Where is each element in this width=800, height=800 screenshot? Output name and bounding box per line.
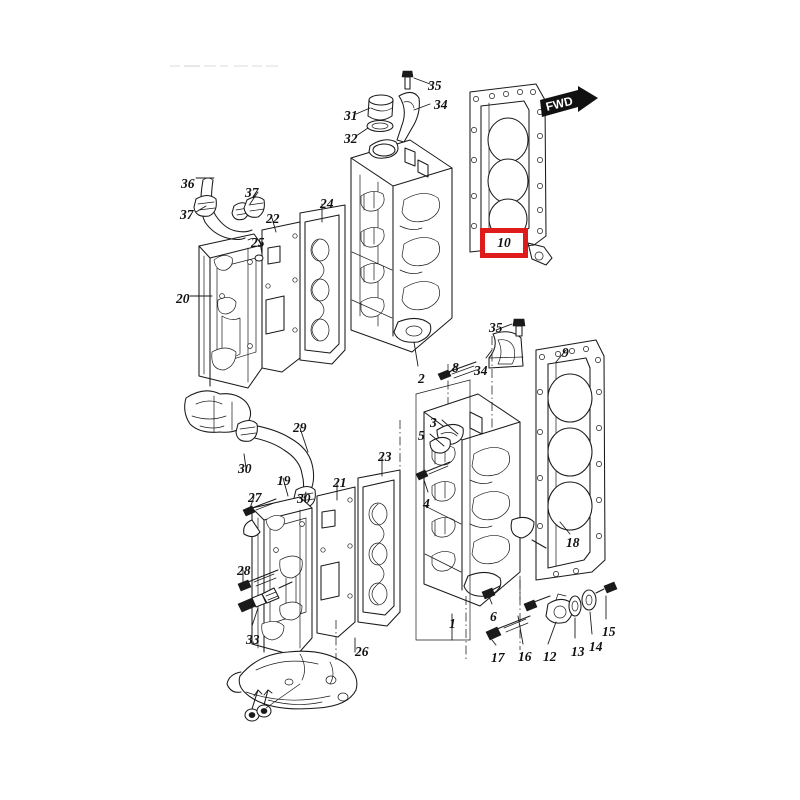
callout-23[interactable]: 23 [378, 449, 392, 464]
callout-17[interactable]: 17 [491, 650, 505, 665]
part-bolt-17 [485, 615, 531, 641]
callout-20[interactable]: 20 [176, 291, 190, 306]
callout-1[interactable]: 1 [449, 616, 456, 631]
callout-19[interactable]: 19 [277, 473, 291, 488]
part-lifting-hook-upper [396, 91, 420, 143]
callout-6[interactable]: 6 [490, 609, 497, 624]
part-bolt-28 [237, 569, 279, 592]
callout-4[interactable]: 4 [423, 496, 430, 511]
callout-2[interactable]: 2 [418, 371, 425, 386]
callout-31[interactable]: 31 [344, 108, 358, 123]
fwd-label: FWD [544, 94, 574, 114]
callout-10: 10 [497, 235, 511, 251]
part-oil-filler-cap [367, 94, 394, 121]
part-upper-cover-plate [261, 221, 301, 373]
callout-28[interactable]: 28 [237, 563, 251, 578]
part-bolt-27 [242, 498, 277, 517]
part-upper-cylinder-head [350, 139, 453, 353]
callout-35b[interactable]: 35 [489, 320, 503, 335]
part-hose-clamp-upper-c [193, 194, 217, 217]
part-lower-head-gasket [535, 339, 606, 581]
watermark [170, 60, 280, 72]
part-spark-plug [237, 581, 293, 613]
part-bolt-6 [481, 585, 501, 600]
callout-14[interactable]: 14 [589, 639, 603, 654]
part-lifting-hook-lower [488, 331, 524, 369]
callout-35[interactable]: 35 [428, 78, 442, 93]
callout-25[interactable]: 25 [251, 235, 265, 250]
callout-24[interactable]: 24 [320, 196, 334, 211]
part-lower-cover-plate [316, 486, 356, 638]
callout-33[interactable]: 33 [246, 632, 260, 647]
callout-18[interactable]: 18 [566, 535, 580, 550]
callout-26[interactable]: 26 [355, 644, 369, 659]
part-filler-seal-oring [366, 119, 394, 133]
callout-9[interactable]: 9 [562, 345, 569, 360]
assembly-axis-lines [335, 336, 521, 660]
callout-32[interactable]: 32 [344, 131, 358, 146]
part-lower-cover-gasket [357, 469, 401, 627]
callout-16[interactable]: 16 [518, 649, 532, 664]
part-washer-14 [581, 589, 597, 611]
part-lower-cylinder-head [423, 393, 521, 607]
callout-12[interactable]: 12 [543, 649, 557, 664]
part-bolt-4 [415, 461, 451, 481]
part-bottom-manifold [226, 650, 358, 710]
part-hose-clamp-lower-a [235, 419, 258, 442]
part-upper-cover-gasket [299, 204, 346, 365]
callout-15[interactable]: 15 [602, 624, 616, 639]
callout-22[interactable]: 22 [266, 211, 280, 226]
highlight-box-part-10[interactable]: 10 [480, 228, 528, 258]
part-bolt-16 [523, 595, 551, 612]
part-upper-head-cover [198, 233, 263, 389]
part-hook-bolt-lower [512, 318, 526, 337]
callout-30b[interactable]: 30 [297, 491, 311, 506]
callout-21[interactable]: 21 [333, 475, 347, 490]
callout-leaders [189, 77, 607, 653]
part-bottom-bolts [244, 683, 301, 722]
fwd-arrow-icon: FWD [538, 86, 600, 126]
part-lower-head-cover [243, 496, 313, 657]
part-fitting-12 [545, 593, 573, 624]
part-bolt-15 [595, 581, 618, 594]
callout-34[interactable]: 34 [434, 97, 448, 112]
callout-34b[interactable]: 34 [474, 363, 488, 378]
part-lower-side-cover [510, 516, 547, 549]
callout-13[interactable]: 13 [571, 644, 585, 659]
callout-37b[interactable]: 37 [180, 207, 194, 222]
callout-27[interactable]: 27 [248, 490, 262, 505]
callout-8[interactable]: 8 [452, 360, 459, 375]
callout-30[interactable]: 30 [238, 461, 252, 476]
part-cover-dowel-25 [254, 254, 264, 262]
callout-5[interactable]: 5 [418, 428, 425, 443]
callout-3[interactable]: 3 [430, 415, 437, 430]
part-hose-clamp-upper-b [243, 196, 265, 218]
callout-37[interactable]: 37 [245, 185, 259, 200]
callout-29[interactable]: 29 [293, 420, 307, 435]
part-washer-13 [568, 595, 582, 617]
part-hook-bolt-upper [401, 70, 414, 90]
callout-36[interactable]: 36 [181, 176, 195, 191]
